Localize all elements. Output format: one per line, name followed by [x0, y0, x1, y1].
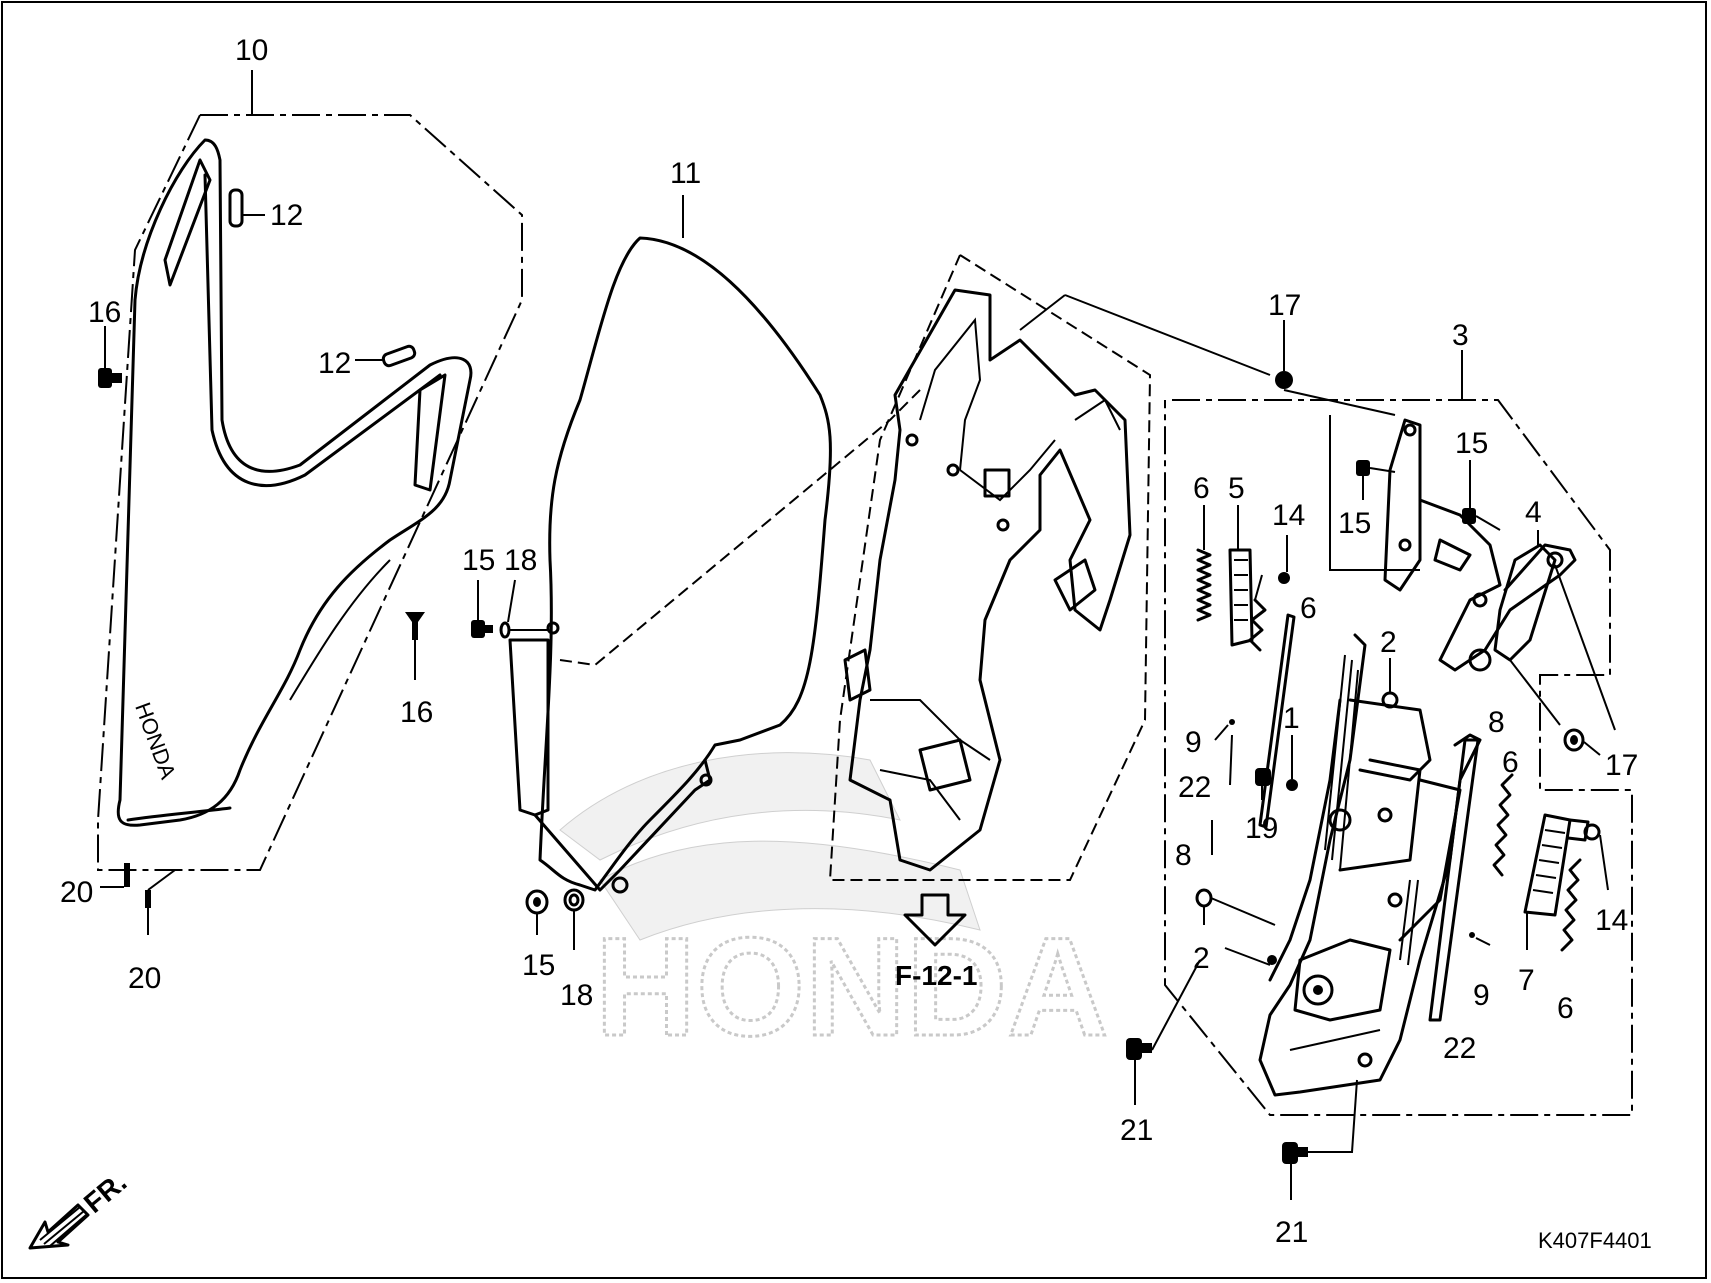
inner-bracket-part — [843, 288, 1132, 872]
callout-17-right: 17 — [1605, 749, 1638, 782]
callout-8-right: 8 — [1488, 706, 1505, 739]
callout-18-lower: 18 — [560, 979, 593, 1012]
callout-22-b: 22 — [1443, 1032, 1476, 1065]
collar-19 — [1255, 768, 1271, 800]
clip-2-bottom — [1195, 888, 1276, 966]
adjuster-assembly-outline — [1164, 350, 1633, 1116]
callout-18-upper: 18 — [504, 544, 537, 577]
windscreen-glass — [538, 195, 832, 892]
ref-arrow-down — [903, 893, 967, 947]
clip-2-top — [1381, 658, 1399, 709]
clip-14-b — [1583, 823, 1609, 891]
grommet-17-top — [1275, 320, 1293, 389]
callout-21-b: 21 — [1275, 1216, 1308, 1249]
callout-5: 5 — [1228, 472, 1245, 505]
bolt-15-upper — [471, 580, 493, 638]
callout-21-a: 21 — [1120, 1114, 1153, 1147]
slider-5 — [1228, 505, 1254, 647]
callout-15-d: 15 — [1338, 507, 1371, 540]
rivet-1 — [1286, 735, 1298, 791]
callout-6-a: 6 — [1193, 472, 1210, 505]
drawing-code: K407F4401 — [1538, 1228, 1652, 1253]
cover-assembly-outline — [97, 70, 523, 871]
spring-6-a — [1196, 505, 1212, 622]
pin-9-a — [1214, 719, 1235, 741]
callout-16-left: 16 — [88, 296, 121, 329]
bolt-21-a — [1126, 959, 1201, 1105]
callout-12-upper: 12 — [270, 199, 303, 232]
bolt-16-right — [405, 612, 425, 680]
spring-6-c — [1492, 773, 1514, 877]
honda-watermark: HONDA — [595, 908, 1108, 1065]
cover-honda-logo: HONDA — [130, 699, 181, 783]
callout-17-top: 17 — [1268, 289, 1301, 322]
windscreen-bracket — [508, 621, 713, 894]
clip-14-a — [1278, 535, 1290, 584]
grommet-17-right — [1563, 728, 1601, 756]
inner-bracket-outline — [828, 254, 1152, 881]
arm-4 — [1493, 530, 1557, 662]
callout-19: 19 — [1245, 812, 1278, 845]
callout-20-b: 20 — [128, 962, 161, 995]
nut-15-lower — [525, 889, 549, 935]
callout-15-c: 15 — [1455, 427, 1488, 460]
callout-3: 3 — [1452, 319, 1469, 352]
callout-7: 7 — [1518, 964, 1535, 997]
callout-15-lower: 15 — [522, 949, 555, 982]
clip-20-b — [145, 869, 176, 935]
callout-1: 1 — [1283, 702, 1300, 735]
callout-6-c: 6 — [1502, 746, 1519, 779]
watermark-wing-shading — [559, 752, 981, 941]
callout-10: 10 — [235, 34, 268, 67]
front-cover-panel — [116, 138, 473, 827]
washer-18-upper — [499, 579, 548, 639]
washer-18-lower — [563, 888, 585, 950]
bolt-15-d — [1462, 460, 1501, 531]
callout-15-upper: 15 — [462, 544, 495, 577]
callout-22-a: 22 — [1178, 771, 1211, 804]
rail-22-b — [1428, 738, 1480, 1022]
bolt-15-c — [1356, 460, 1396, 500]
callout-12-lower: 12 — [318, 347, 351, 380]
stay-plate — [1383, 418, 1577, 672]
callout-20-a: 20 — [60, 876, 93, 909]
wire-22-a — [1229, 734, 1233, 786]
callout-6-b: 6 — [1300, 592, 1317, 625]
callout-2-bottom: 2 — [1193, 942, 1210, 975]
callout-2-top: 2 — [1380, 626, 1397, 659]
callout-14-b: 14 — [1595, 904, 1628, 937]
slider-7 — [1523, 813, 1590, 950]
callout-16-right: 16 — [400, 696, 433, 729]
spring-6-b — [1248, 574, 1267, 652]
callout-9-a: 9 — [1185, 726, 1202, 759]
adjuster-frame — [1258, 633, 1482, 1097]
callout-14-a: 14 — [1272, 499, 1305, 532]
callout-4: 4 — [1525, 496, 1542, 529]
front-direction-arrow — [28, 1203, 90, 1250]
bolt-21-b — [1282, 1079, 1358, 1200]
spring-6-d — [1560, 858, 1582, 952]
pin-9-b — [1469, 932, 1491, 946]
bolt-16-left — [98, 326, 122, 388]
rod-8-a — [1258, 613, 1296, 829]
ref-f-12-1: F-12-1 — [895, 960, 977, 991]
clip-20-a — [100, 863, 130, 888]
callout-8-left: 8 — [1175, 839, 1192, 872]
callout-11: 11 — [670, 157, 701, 190]
callout-9-b: 9 — [1473, 979, 1490, 1012]
callout-6-d: 6 — [1557, 992, 1574, 1025]
